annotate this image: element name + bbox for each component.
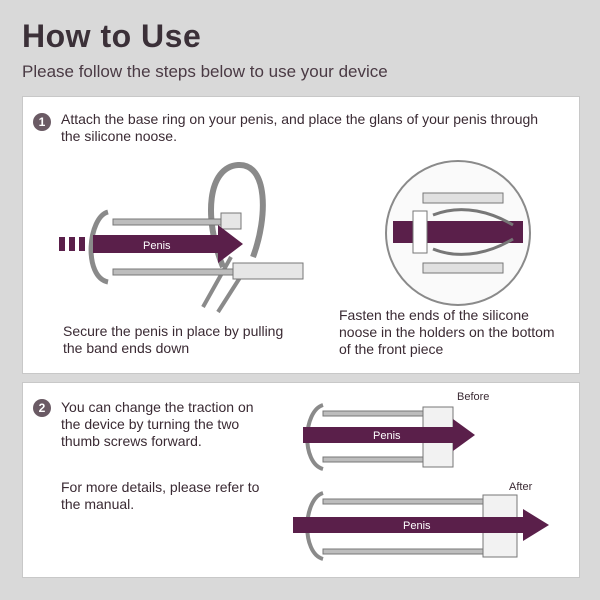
step-1-number-badge: 1 (33, 113, 51, 131)
after-arrow-label: Penis (403, 520, 431, 532)
page-title: How to Use (22, 18, 202, 54)
step-1-caption-left: Secure the penis in place by pulling the… (63, 323, 284, 356)
step-2-number-badge: 2 (33, 399, 51, 417)
step-2-instruction: You can change the traction on the devic… (61, 399, 254, 449)
step-1-device-illustration: Penis (59, 162, 304, 314)
penis-arrow-icon (93, 225, 243, 263)
after-label: After (509, 481, 533, 493)
step-1-arrow-label: Penis (143, 240, 171, 252)
before-device-illustration: Penis (303, 403, 475, 471)
step-2-note: For more details, please refer to the ma… (61, 479, 260, 512)
step-1-instruction: Attach the base ring on your penis, and … (61, 111, 539, 144)
before-arrow-label: Penis (373, 430, 401, 442)
step-2-panel: 2 You can change the traction on the dev… (22, 382, 580, 578)
holder-clip-icon (432, 208, 514, 256)
base-ring-icon (88, 209, 110, 285)
after-penis-arrow-icon (293, 509, 549, 541)
step-1-caption-right: Fasten the ends of the silicone noose in… (339, 307, 555, 357)
before-label: Before (457, 391, 490, 403)
step-1-panel: 1 Attach the base ring on your penis, an… (22, 96, 580, 374)
before-penis-arrow-icon (303, 419, 475, 451)
step-1-detail-illustration (385, 160, 531, 306)
page-subtitle: Please follow the steps below to use you… (22, 62, 388, 81)
after-device-illustration: Penis (293, 491, 549, 561)
